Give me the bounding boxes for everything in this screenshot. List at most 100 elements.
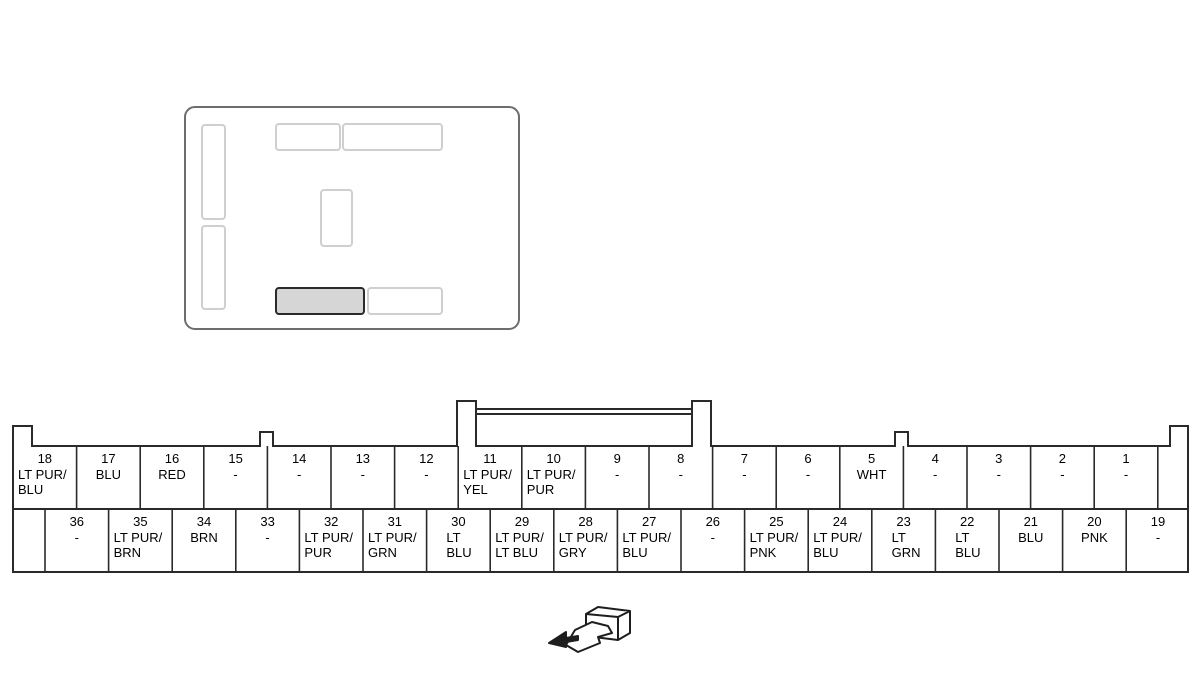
wire-color-label: BLU — [813, 545, 838, 560]
pin-number: 34 — [197, 514, 211, 529]
pin-number: 16 — [165, 451, 179, 466]
push-arrow — [548, 631, 579, 648]
wire-color-label: - — [297, 467, 301, 482]
wire-color-label: - — [1124, 467, 1128, 482]
wire-color-label: BLU — [446, 545, 471, 560]
wire-color-label: - — [233, 467, 237, 482]
pin-number: 24 — [833, 514, 847, 529]
locator-slot — [320, 189, 353, 247]
wire-color-label: BLU — [622, 545, 647, 560]
pin-number: 25 — [769, 514, 783, 529]
pin-cell: 33- — [260, 514, 274, 545]
wire-color-label: LT PUR/ — [304, 530, 353, 545]
connector-edge — [585, 610, 631, 640]
wire-color-label: BRN — [190, 530, 217, 545]
pin-cell: 15- — [228, 451, 242, 482]
pin-number: 20 — [1087, 514, 1101, 529]
wire-color-label: - — [1156, 530, 1160, 545]
pin-cell: 9- — [614, 451, 621, 482]
locator-slot — [201, 124, 226, 220]
pin-number: 5 — [868, 451, 875, 466]
wire-color-label: BRN — [114, 545, 141, 560]
pin-number: 30 — [451, 514, 465, 529]
pin-number: 14 — [292, 451, 306, 466]
pin-number: 33 — [260, 514, 274, 529]
wire-color-label: - — [75, 530, 79, 545]
wire-color-label: LT PUR/ — [750, 530, 799, 545]
pin-number: 17 — [101, 451, 115, 466]
pin-cell: 6- — [804, 451, 811, 482]
pin-number: 21 — [1024, 514, 1038, 529]
pin-cell: 3- — [995, 451, 1002, 482]
wire-color-label: BLU — [955, 545, 980, 560]
pin-cell: 7- — [741, 451, 748, 482]
pin-cell: 14- — [292, 451, 306, 482]
locator-slot — [201, 225, 226, 310]
locator-slot — [342, 123, 443, 151]
pin-cell: 4- — [932, 451, 939, 482]
wire-color-label: PUR — [527, 482, 554, 497]
pin-number: 2 — [1059, 451, 1066, 466]
pin-number: 32 — [324, 514, 338, 529]
wire-color-label: BLU — [18, 482, 43, 497]
wire-color-label: - — [265, 530, 269, 545]
wire-color-label: WHT — [857, 467, 887, 482]
pin-number: 3 — [995, 451, 1002, 466]
wire-color-label: LT PUR/ — [813, 530, 862, 545]
wire-color-label: LT PUR/ — [495, 530, 544, 545]
wire-color-label: BLU — [96, 467, 121, 482]
wire-color-label: - — [742, 467, 746, 482]
pin-cell: 13- — [356, 451, 370, 482]
wire-color-label: RED — [158, 467, 185, 482]
pin-number: 4 — [932, 451, 939, 466]
connector-locator-icon — [184, 106, 520, 330]
pin-number: 8 — [677, 451, 684, 466]
wire-color-label: LT BLU — [495, 545, 538, 560]
pin-number: 7 — [741, 451, 748, 466]
wire-color-label: - — [933, 467, 937, 482]
wire-color-label: PUR — [304, 545, 331, 560]
wire-color-label: LT — [892, 530, 906, 545]
wire-color-label: GRY — [559, 545, 587, 560]
locator-slot — [275, 123, 341, 151]
pin-cell: 36- — [70, 514, 84, 545]
pin-cell: 2- — [1059, 451, 1066, 482]
wire-color-label: PNK — [1081, 530, 1108, 545]
wire-color-label: LT PUR/ — [368, 530, 417, 545]
wire-color-label: LT PUR/ — [622, 530, 671, 545]
wire-color-label: LT PUR/ — [18, 467, 67, 482]
wire-color-label: LT PUR/ — [559, 530, 608, 545]
wire-color-label: - — [711, 530, 715, 545]
pin-number: 9 — [614, 451, 621, 466]
hand-push-connector-icon — [548, 606, 631, 653]
pin-cell: 1- — [1122, 451, 1129, 482]
pin-number: 29 — [515, 514, 529, 529]
pin-number: 35 — [133, 514, 147, 529]
wire-color-label: YEL — [463, 482, 488, 497]
pin-number: 31 — [388, 514, 402, 529]
wire-color-label: - — [615, 467, 619, 482]
pin-number: 11 — [483, 451, 497, 466]
pin-number: 22 — [960, 514, 974, 529]
pin-cell: 8- — [677, 451, 684, 482]
pin-number: 12 — [419, 451, 433, 466]
hand — [565, 621, 613, 653]
connector-outline — [12, 400, 1189, 573]
